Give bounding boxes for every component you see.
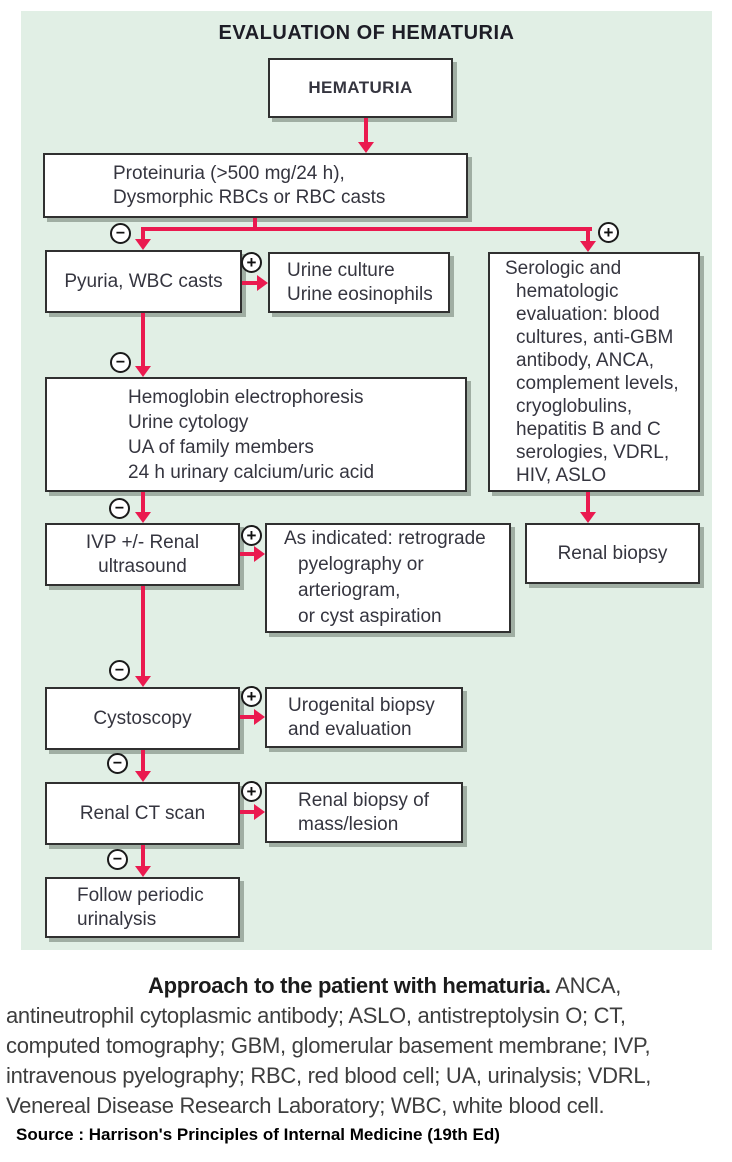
- node-renal-biopsy-mass-lesion: Renal biopsy of mass/lesion: [265, 782, 463, 843]
- arrow-renal-ct-to-biopsy-mass: [240, 810, 255, 814]
- node-pyuria-label: Pyuria, WBC casts: [64, 270, 223, 292]
- node-hemoglobin-label: Hemoglobin electrophoresis Urine cytolog…: [128, 386, 375, 483]
- negative-indicator-follow-periodic-icon: −: [107, 849, 128, 870]
- node-as-indicated: As indicated: retrograde pyelography or …: [265, 523, 511, 633]
- arrow-branch-left-drop: [141, 227, 145, 240]
- arrow-hematuria-to-proteinuria: [364, 118, 368, 144]
- caption-line: intravenous pyelography; RBC, red blood …: [6, 1063, 652, 1088]
- node-ivp-label: IVP +/- Renal ultrasound: [85, 531, 200, 577]
- negative-indicator-renal-ct-icon: −: [107, 753, 128, 774]
- caption-line: Approach to the patient with hematuria. …: [6, 971, 730, 1001]
- arrowhead-urine-culture-icon: [257, 275, 268, 291]
- arrowhead-branch-right-icon: [580, 241, 596, 252]
- positive-indicator-branch-right-icon: +: [598, 222, 619, 243]
- node-urine-culture: Urine culture Urine eosinophils: [268, 252, 450, 313]
- arrowhead-urogenital-icon: [254, 709, 265, 725]
- node-cystoscopy: Cystoscopy: [45, 687, 240, 750]
- arrow-renal-ct-to-follow-periodic: [141, 845, 145, 868]
- arrow-ivp-to-cystoscopy: [141, 586, 145, 678]
- arrowhead-renal-ct-icon: [135, 771, 151, 782]
- node-renal-biopsy-label: Renal biopsy: [557, 542, 668, 564]
- figure-caption: Approach to the patient with hematuria. …: [6, 971, 730, 1121]
- arrowhead-hematuria-down-icon: [358, 142, 374, 153]
- caption-bold-title: Approach to the patient with hematuria.: [148, 973, 551, 998]
- arrowhead-as-indicated-icon: [254, 546, 265, 562]
- node-renal-ct-scan: Renal CT scan: [45, 782, 240, 845]
- node-as-indicated-label: As indicated: retrograde pyelography or …: [284, 528, 486, 627]
- caption-line: computed tomography; GBM, glomerular bas…: [6, 1033, 651, 1058]
- node-follow-periodic-urinalysis: Follow periodic urinalysis: [45, 877, 240, 938]
- arrowhead-follow-periodic-icon: [135, 866, 151, 877]
- node-follow-periodic-label: Follow periodic urinalysis: [77, 884, 204, 930]
- caption-line1-rest: ANCA,: [550, 973, 622, 998]
- arrowhead-biopsy-mass-icon: [254, 804, 265, 820]
- arrow-cystoscopy-to-urogenital: [240, 715, 255, 719]
- arrow-branch-right-drop: [586, 227, 590, 242]
- negative-indicator-branch-left-icon: −: [110, 223, 131, 244]
- arrowhead-cystoscopy-icon: [135, 676, 151, 687]
- node-hematuria-label: HEMATURIA: [308, 78, 413, 97]
- positive-indicator-as-indicated-icon: +: [241, 525, 262, 546]
- arrowhead-ivp-icon: [135, 512, 151, 523]
- arrowhead-renal-biopsy-icon: [580, 512, 596, 523]
- node-hemoglobin-workup: Hemoglobin electrophoresis Urine cytolog…: [45, 377, 467, 492]
- arrow-serologic-to-renal-biopsy: [586, 492, 590, 514]
- node-ivp-renal-ultrasound: IVP +/- Renal ultrasound: [45, 523, 240, 586]
- arrow-hemoglobin-to-ivp: [141, 492, 145, 514]
- node-hematuria: HEMATURIA: [268, 58, 453, 118]
- node-proteinuria-label: Proteinuria (>500 mg/24 h), Dysmorphic R…: [113, 162, 386, 208]
- node-serologic-label: Serologic and hematologic evaluation: bl…: [505, 258, 679, 486]
- negative-indicator-ivp-icon: −: [109, 498, 130, 519]
- arrowhead-hemoglobin-icon: [135, 366, 151, 377]
- arrow-branch-horizontal: [141, 227, 592, 231]
- negative-indicator-hemoglobin-icon: −: [110, 352, 131, 373]
- node-cystoscopy-label: Cystoscopy: [93, 707, 192, 729]
- arrow-pyuria-to-hemoglobin: [141, 313, 145, 368]
- caption-line: Venereal Disease Research Laboratory; WB…: [6, 1093, 605, 1118]
- figure-title: EVALUATION OF HEMATURIA: [218, 22, 515, 44]
- node-serologic-hematologic-evaluation: Serologic and hematologic evaluation: bl…: [488, 252, 700, 492]
- node-renal-biopsy-mass-label: Renal biopsy of mass/lesion: [298, 789, 429, 835]
- node-renal-ct-label: Renal CT scan: [79, 802, 206, 824]
- source-attribution: Source : Harrison's Principles of Intern…: [16, 1125, 500, 1144]
- positive-indicator-biopsy-mass-icon: +: [241, 781, 262, 802]
- arrow-branch-stub: [253, 218, 257, 231]
- negative-indicator-cystoscopy-icon: −: [109, 660, 130, 681]
- positive-indicator-urine-culture-icon: +: [241, 252, 262, 273]
- positive-indicator-urogenital-icon: +: [241, 686, 262, 707]
- node-urine-culture-label: Urine culture Urine eosinophils: [287, 259, 433, 305]
- node-urogenital-biopsy: Urogenital biopsy and evaluation: [265, 687, 463, 748]
- arrow-pyuria-to-urine-culture: [242, 281, 258, 285]
- node-proteinuria-dysmorphic: Proteinuria (>500 mg/24 h), Dysmorphic R…: [43, 153, 468, 218]
- node-pyuria-wbc-casts: Pyuria, WBC casts: [45, 250, 242, 313]
- node-urogenital-label: Urogenital biopsy and evaluation: [288, 694, 435, 740]
- node-renal-biopsy: Renal biopsy: [525, 523, 700, 584]
- arrow-ivp-to-as-indicated: [240, 552, 255, 556]
- caption-line: antineutrophil cytoplasmic antibody; ASL…: [6, 1003, 626, 1028]
- arrowhead-branch-left-icon: [135, 239, 151, 250]
- arrow-cystoscopy-to-renal-ct: [141, 750, 145, 773]
